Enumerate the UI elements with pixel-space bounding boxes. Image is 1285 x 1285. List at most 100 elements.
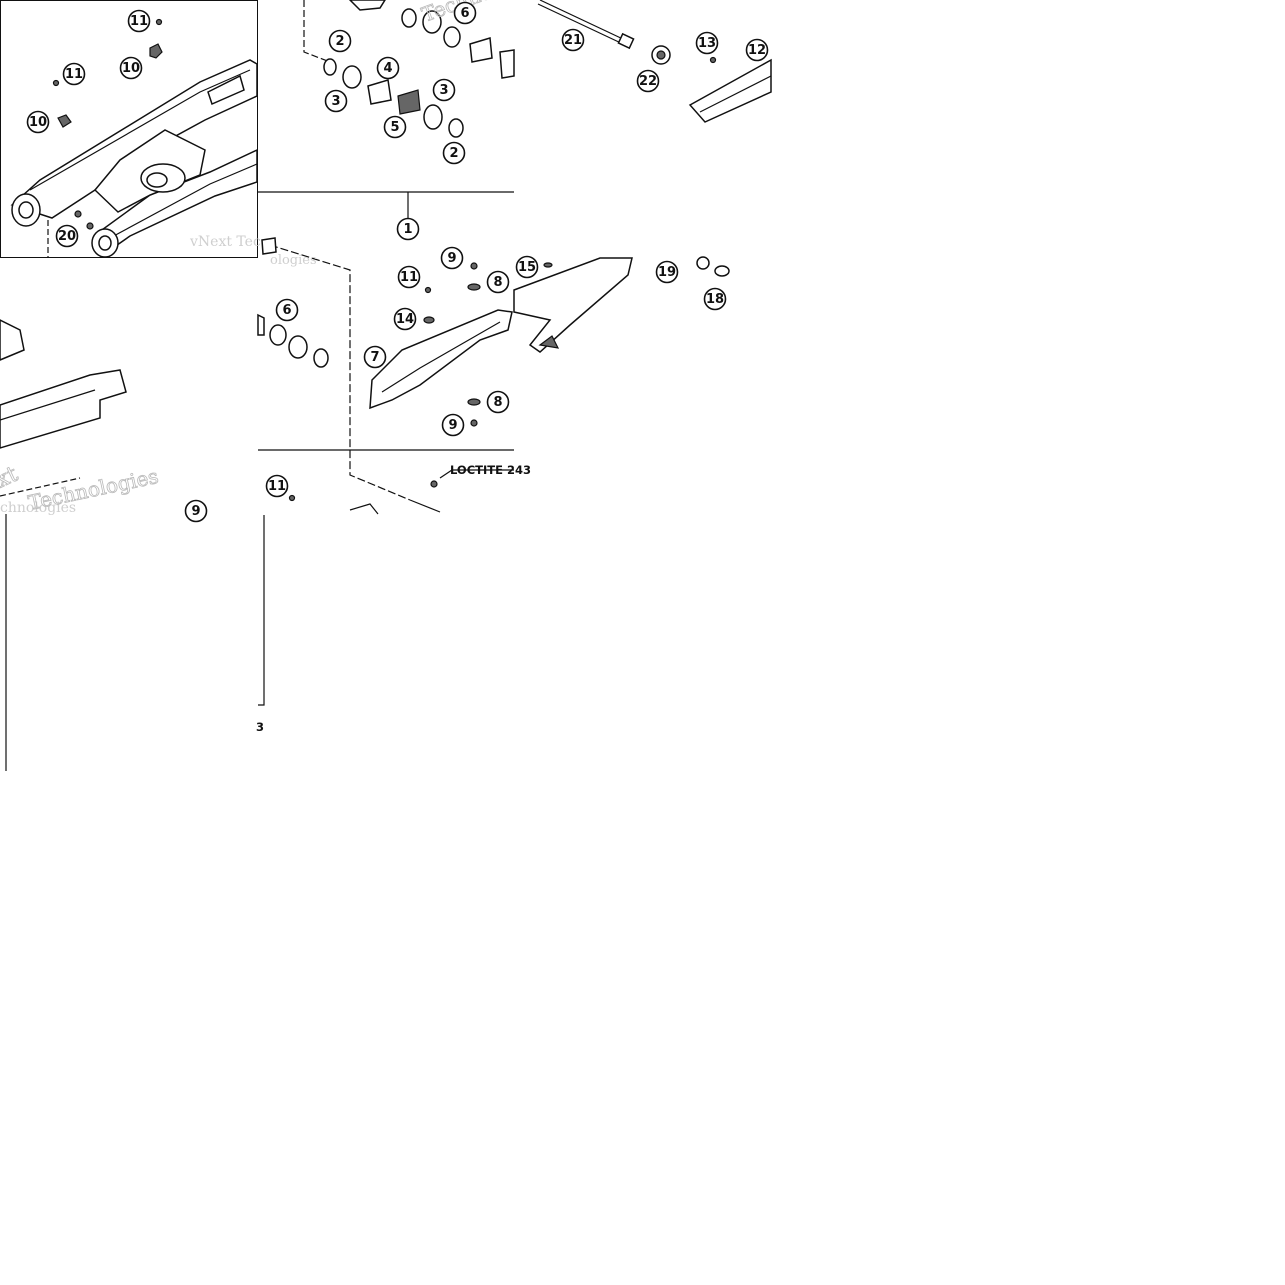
loctite-note-fragment: 3 <box>256 720 264 734</box>
callout-circle <box>441 413 465 437</box>
callout-number: 11 <box>65 67 83 82</box>
callout-number: 3 <box>439 83 448 98</box>
callout-number: 18 <box>706 292 724 307</box>
callout-circle <box>127 9 151 33</box>
callout-circle <box>184 499 208 523</box>
callout-circle <box>62 62 86 86</box>
callout-8: 8 <box>486 270 510 294</box>
callout-circle <box>55 224 79 248</box>
callout-9: 9 <box>441 413 465 437</box>
callout-9: 9 <box>184 499 208 523</box>
callout-3: 3 <box>324 89 348 113</box>
callout-20: 20 <box>55 224 79 248</box>
callout-circle <box>396 217 420 241</box>
callout-number: 12 <box>748 43 766 58</box>
callout-number: 7 <box>370 350 379 365</box>
loctite-note: LOCTITE 243 <box>450 463 531 477</box>
callout-6: 6 <box>453 1 477 25</box>
callout-circle <box>383 115 407 139</box>
callout-number: 21 <box>564 33 582 48</box>
callout-6: 6 <box>275 298 299 322</box>
callout-9: 9 <box>440 246 464 270</box>
callout-number: 6 <box>282 303 291 318</box>
tile-swingarm-rear <box>0 319 127 771</box>
callout-22: 22 <box>636 69 660 93</box>
callout-circle <box>453 1 477 25</box>
callout-number: 8 <box>493 275 502 290</box>
callout-number: 8 <box>493 395 502 410</box>
callout-14: 14 <box>393 307 417 331</box>
callout-circle <box>275 298 299 322</box>
callout-2: 2 <box>328 29 352 53</box>
callout-number: 5 <box>390 120 399 135</box>
inset-tile-swingarm <box>0 0 258 258</box>
callout-number: 10 <box>29 115 47 130</box>
callout-number: 20 <box>58 229 76 244</box>
callout-circle <box>636 69 660 93</box>
callout-circle <box>695 31 719 55</box>
callout-8: 8 <box>486 390 510 414</box>
callout-number: 4 <box>383 61 392 76</box>
callout-7: 7 <box>363 345 387 369</box>
tile-axle <box>537 0 772 123</box>
callout-circle <box>486 270 510 294</box>
callout-circle <box>442 141 466 165</box>
callout-circle <box>376 56 400 80</box>
callout-number: 6 <box>460 6 469 21</box>
watermark: vNext Tec <box>189 234 261 250</box>
callout-number: 11 <box>268 479 286 494</box>
callout-number: 22 <box>639 74 657 89</box>
callout-number: 11 <box>400 270 418 285</box>
callout-10: 10 <box>119 56 143 80</box>
callout-10: 10 <box>26 110 50 134</box>
callout-number: 3 <box>331 94 340 109</box>
watermark: ologies <box>270 253 317 268</box>
tile-chain-slider <box>257 237 514 706</box>
callout-number: 1 <box>403 222 412 237</box>
callout-circle <box>703 287 727 311</box>
watermark: chnologies <box>0 500 76 516</box>
callout-number: 14 <box>396 312 414 327</box>
callout-circle <box>440 246 464 270</box>
callout-circle <box>26 110 50 134</box>
callout-circle <box>745 38 769 62</box>
callout-12: 12 <box>745 38 769 62</box>
callout-13: 13 <box>695 31 719 55</box>
callout-number: 19 <box>658 265 676 280</box>
tile-bearings <box>258 0 515 218</box>
callout-11: 11 <box>265 474 289 498</box>
callout-circle <box>561 28 585 52</box>
callout-circle <box>119 56 143 80</box>
callout-number: 2 <box>449 146 458 161</box>
watermark: xt <box>0 462 22 494</box>
callout-11: 11 <box>127 9 151 33</box>
tile-chain-guide <box>513 256 730 353</box>
callout-circle <box>324 89 348 113</box>
callout-number: 9 <box>447 251 456 266</box>
callout-circle <box>655 260 679 284</box>
watermark: Technologies <box>26 464 160 515</box>
callout-number: 15 <box>518 260 536 275</box>
callout-circle <box>328 29 352 53</box>
callout-11: 11 <box>397 265 421 289</box>
callout-circle <box>265 474 289 498</box>
callout-15: 15 <box>515 255 539 279</box>
callout-circle <box>432 78 456 102</box>
callout-19: 19 <box>655 260 679 284</box>
callout-number: 9 <box>448 418 457 433</box>
callout-number: 2 <box>335 34 344 49</box>
callout-number: 11 <box>130 14 148 29</box>
callout-4: 4 <box>376 56 400 80</box>
callout-circle <box>486 390 510 414</box>
callout-circle <box>515 255 539 279</box>
callout-2: 2 <box>442 141 466 165</box>
callout-circle <box>363 345 387 369</box>
callout-1: 1 <box>396 217 420 241</box>
callout-circle <box>397 265 421 289</box>
callout-3: 3 <box>432 78 456 102</box>
callout-number: 9 <box>191 504 200 519</box>
callout-number: 13 <box>698 36 716 51</box>
callout-number: 10 <box>122 61 140 76</box>
